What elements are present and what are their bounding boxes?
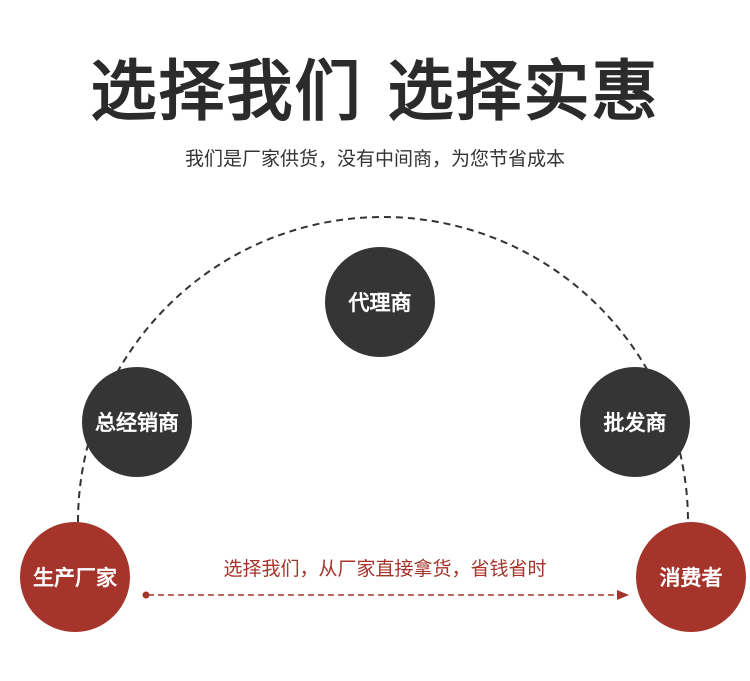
node-wholesaler-label: 批发商 bbox=[603, 411, 667, 435]
node-consumer-label: 消费者 bbox=[659, 566, 723, 590]
direct-path-start-dot bbox=[142, 591, 150, 599]
node-wholesaler: 批发商 bbox=[580, 367, 690, 477]
direct-path-arrowhead bbox=[617, 590, 629, 600]
node-manufacturer-label: 生产厂家 bbox=[33, 566, 117, 590]
page-subtitle: 我们是厂家供货，没有中间商，为您节省成本 bbox=[184, 148, 565, 170]
node-manufacturer: 生产厂家 bbox=[20, 522, 130, 632]
page-title: 选择我们 选择实惠 bbox=[90, 53, 660, 130]
node-agent-label: 代理商 bbox=[348, 291, 412, 315]
node-agent: 代理商 bbox=[325, 247, 435, 357]
node-general-distributor: 总经销商 bbox=[82, 367, 192, 477]
direct-path-label: 选择我们，从厂家直接拿货，省钱省时 bbox=[223, 558, 547, 580]
node-consumer: 消费者 bbox=[636, 522, 746, 632]
node-general-distributor-label: 总经销商 bbox=[95, 411, 179, 435]
